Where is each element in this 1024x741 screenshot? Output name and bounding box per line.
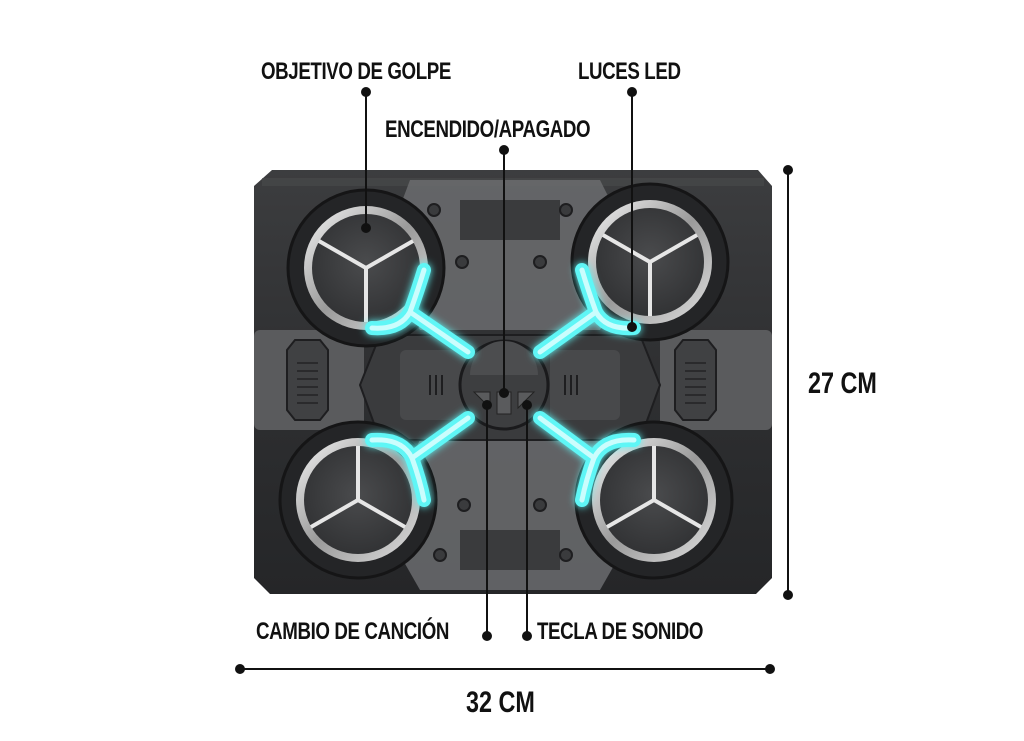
hit-pad-bottom-left[interactable] — [278, 420, 438, 580]
label-power: ENCENDIDO/APAGADO — [385, 116, 591, 143]
label-led-lights: LUCES LED — [578, 58, 681, 85]
dimension-height-line — [783, 165, 793, 600]
label-song-change: CAMBIO DE CANCIÓN — [256, 618, 450, 645]
dimension-width-line — [235, 664, 775, 674]
label-sound-key: TECLA DE SONIDO — [537, 618, 704, 645]
hit-pad-top-right[interactable] — [570, 182, 730, 342]
hit-pad-bottom-right[interactable] — [574, 420, 734, 580]
dimension-width-label: 32 CM — [466, 686, 535, 719]
dimension-height-label: 27 CM — [808, 367, 877, 400]
callout-lines — [361, 87, 637, 641]
label-hit-target: OBJETIVO DE GOLPE — [261, 58, 451, 85]
sound-key-button[interactable] — [517, 391, 536, 410]
